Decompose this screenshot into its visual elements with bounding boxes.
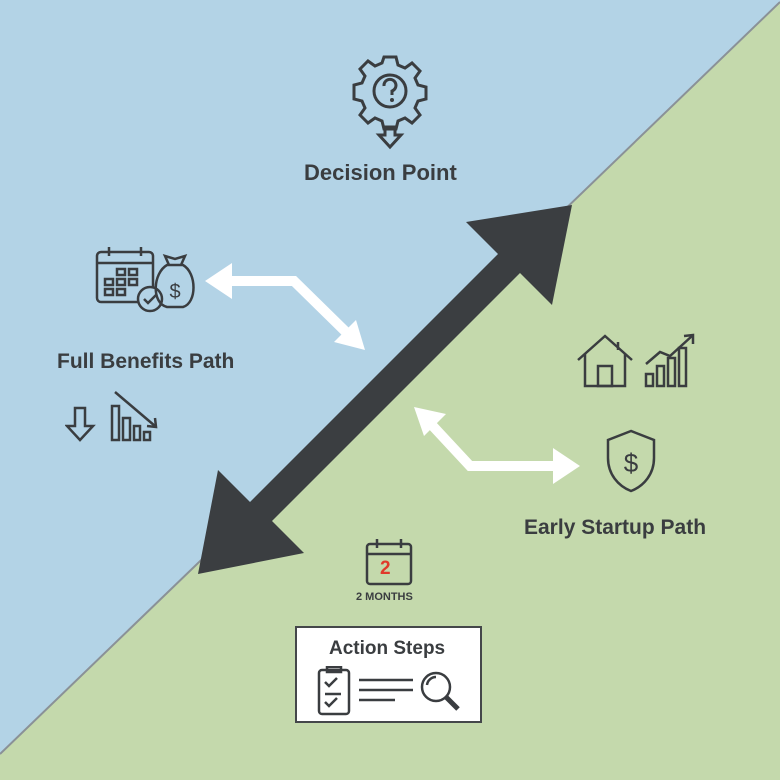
gear-question-icon [352,55,428,150]
calendar-icon [365,539,413,586]
full-benefits-title: Full Benefits Path [57,350,235,373]
house-growth-icons [577,333,695,388]
shield-dollar-icon: $ [606,429,656,493]
action-icons [317,666,460,716]
action-steps-box: Action Steps [295,626,482,723]
decision-point-title: Decision Point [304,160,457,185]
timeline-caption: 2 MONTHS [356,591,413,603]
text-lines-icon [359,678,413,702]
early-startup-title: Early Startup Path [524,516,707,539]
calendar-money-icons: $ [95,247,195,313]
calendar-check-icon [95,250,155,304]
growth-chart-icon [644,333,695,388]
double-arrow [198,205,572,574]
declining-chart-icon [110,391,158,442]
svg-text:$: $ [624,448,639,478]
arrow-to-early-startup [414,407,580,484]
action-steps-title: Action Steps [329,638,446,659]
decline-icons [65,391,158,442]
down-arrow-icon [65,406,96,442]
money-bag-icon [154,263,195,309]
house-icon [577,334,633,388]
svg-text:$: $ [169,281,180,303]
arrow-to-full-benefits [205,263,365,350]
magnifier-icon [420,671,460,711]
clipboard-checklist-icon [317,666,351,716]
calendar-number: 2 [380,558,391,579]
